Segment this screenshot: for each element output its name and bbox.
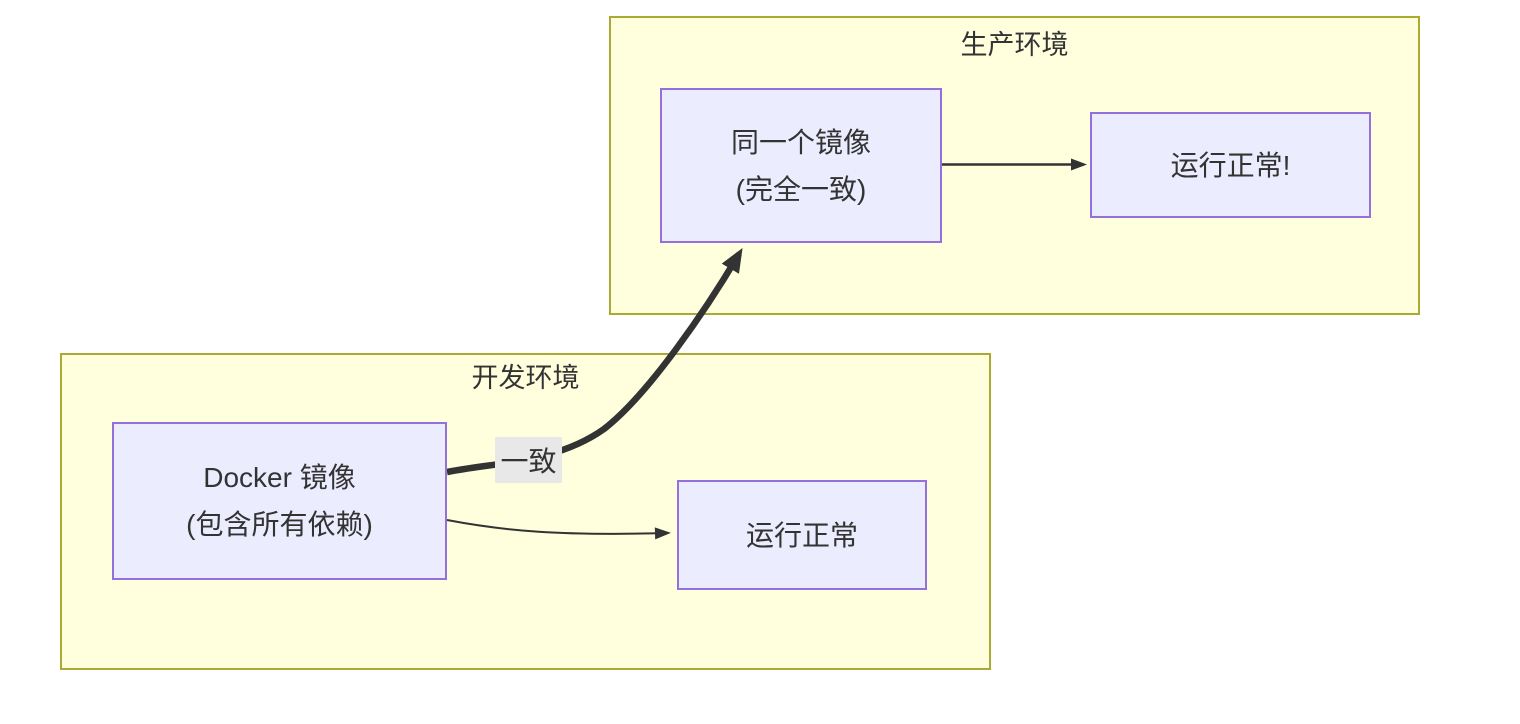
node-same-image-line2: (完全一致) — [735, 173, 867, 205]
node-development-runs-ok: 运行正常 — [677, 480, 927, 590]
edge-label-consistent-text: 一致 — [500, 446, 557, 477]
cluster-production-title: 生产环境 — [960, 30, 1069, 60]
node-docker-image-line1: Docker 镜像 — [203, 462, 356, 493]
cluster-development-title: 开发环境 — [471, 363, 580, 393]
edge-label-consistent: 一致 — [495, 437, 562, 483]
node-production-runs-ok-label: 运行正常! — [1170, 149, 1291, 181]
node-development-runs-ok-label: 运行正常 — [745, 519, 858, 551]
node-docker-image-line2: (包含所有依赖) — [186, 509, 373, 540]
node-same-image-line1: 同一个镜像 — [730, 126, 871, 158]
node-docker-image: Docker 镜像 (包含所有依赖) — [112, 422, 447, 580]
node-same-image: 同一个镜像 (完全一致) — [660, 88, 942, 243]
node-production-runs-ok: 运行正常! — [1090, 112, 1371, 218]
